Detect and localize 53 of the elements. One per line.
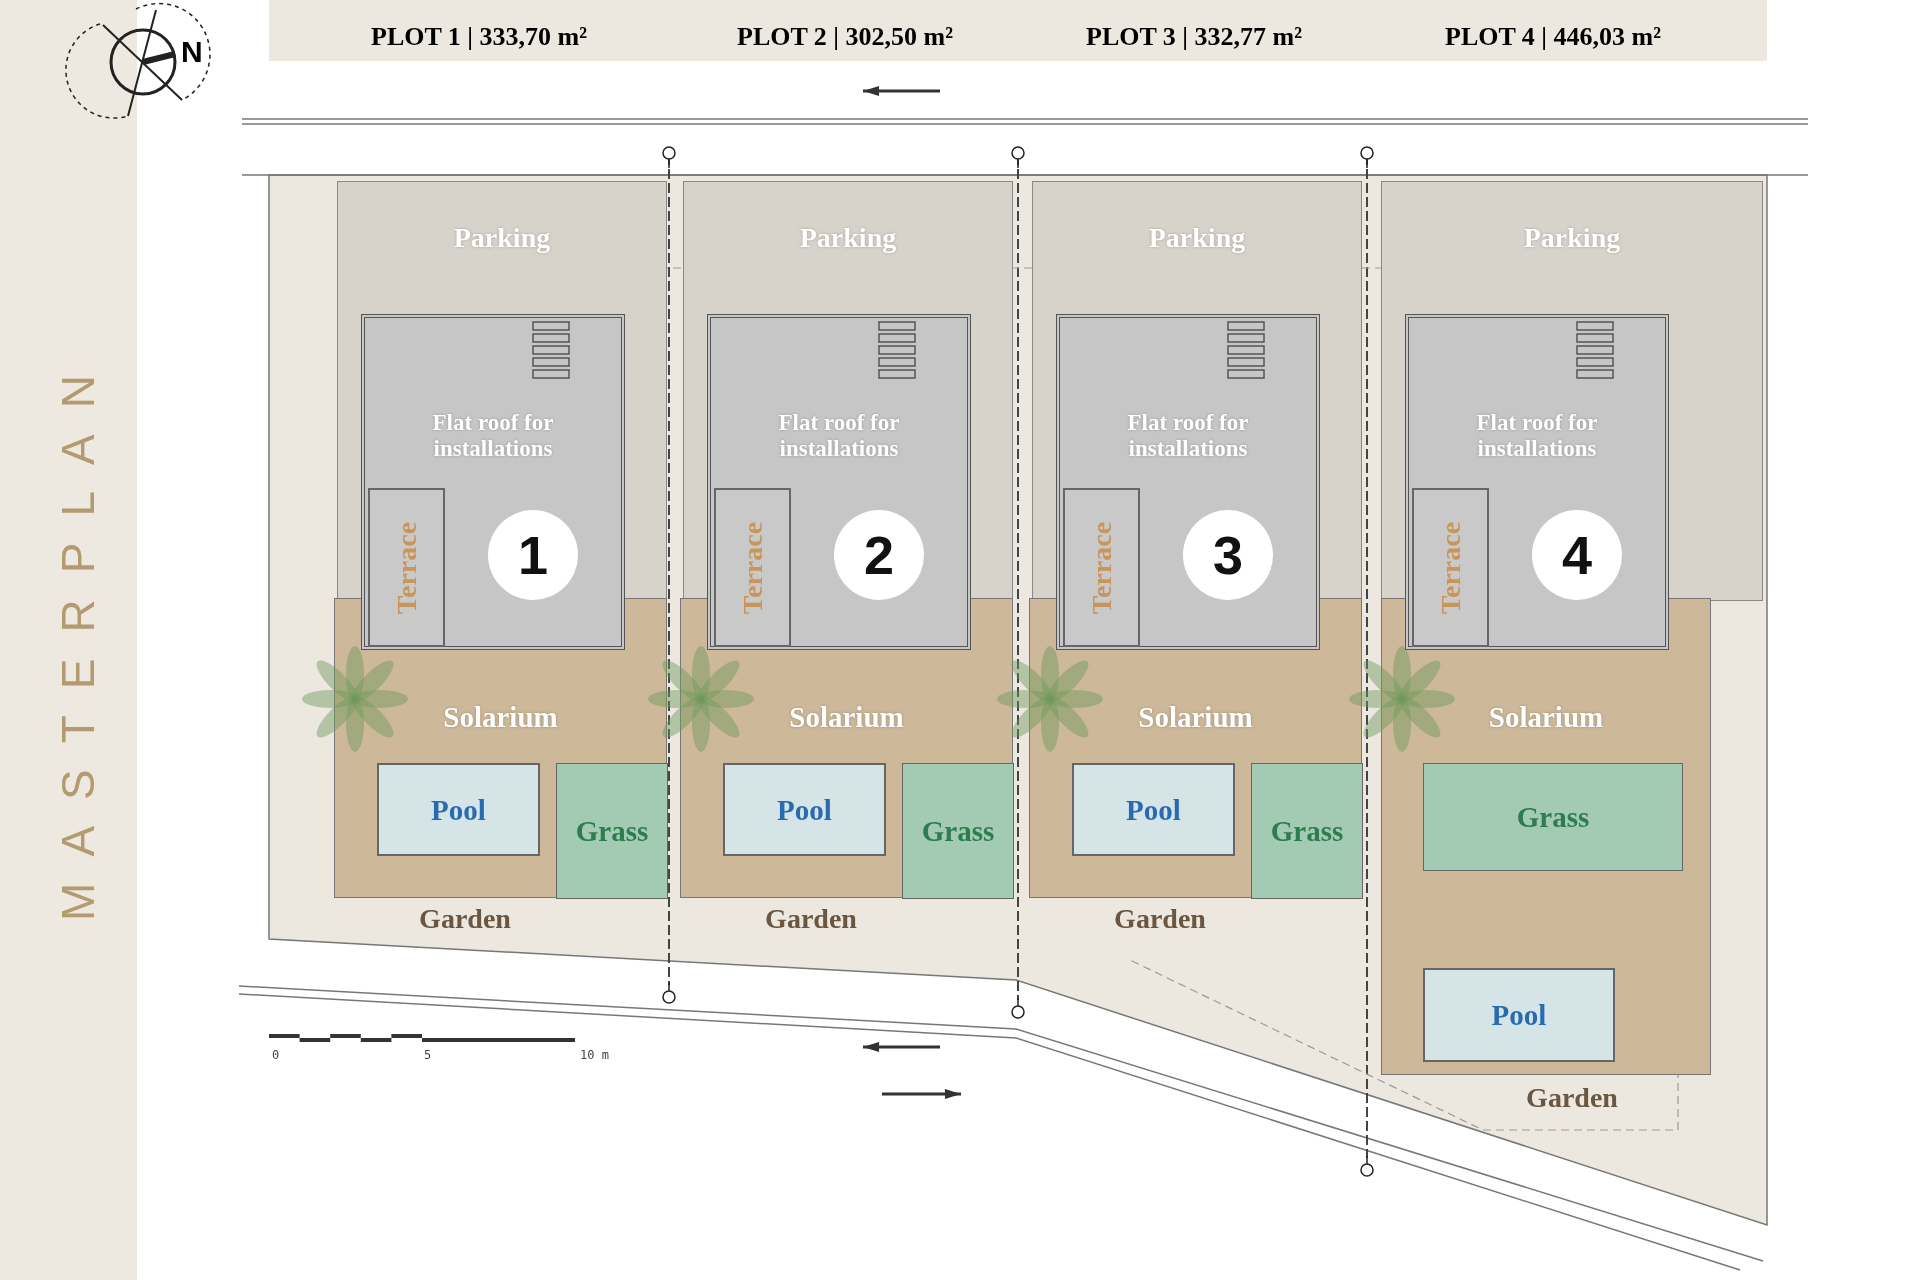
area-label: Solarium bbox=[788, 701, 905, 734]
area-label: Garden bbox=[1472, 1078, 1672, 1118]
area-label: Grass bbox=[574, 814, 650, 848]
pool bbox=[377, 763, 540, 856]
area-label: Flat roof for installations bbox=[777, 410, 901, 462]
building-roof bbox=[361, 314, 625, 650]
pool bbox=[1072, 763, 1235, 856]
area-label: Solarium bbox=[1487, 701, 1605, 734]
area-label: Grass bbox=[1269, 814, 1345, 848]
pool bbox=[1423, 968, 1615, 1062]
area-label: Garden bbox=[716, 900, 906, 938]
area-label: Terrace bbox=[390, 521, 423, 614]
lawn-area bbox=[902, 763, 1014, 899]
plot-area-label: PLOT 2 | 302,50 m² bbox=[737, 22, 953, 52]
terrace-area bbox=[1063, 488, 1140, 647]
area-label: Pool bbox=[430, 793, 487, 826]
area-label: Terrace bbox=[1085, 521, 1118, 614]
north-label: N bbox=[181, 35, 203, 69]
area-label: Flat roof for installations bbox=[431, 410, 555, 462]
plot-number: 3 bbox=[1211, 528, 1244, 582]
terrace-area bbox=[714, 488, 791, 647]
scale-label: 5 bbox=[424, 1048, 432, 1062]
pool bbox=[723, 763, 886, 856]
scale-label: 0 bbox=[272, 1048, 280, 1062]
plot-area-label: PLOT 4 | 446,03 m² bbox=[1445, 22, 1661, 52]
plot-number: 2 bbox=[862, 528, 895, 582]
plot-area-label: PLOT 3 | 332,77 m² bbox=[1086, 22, 1302, 52]
area-label: Pool bbox=[1490, 998, 1548, 1032]
lawn-area bbox=[556, 763, 668, 899]
scale-label: 10 m bbox=[580, 1048, 609, 1062]
building-roof bbox=[1056, 314, 1320, 650]
building-roof bbox=[707, 314, 971, 650]
area-label: Flat roof for installations bbox=[1475, 410, 1599, 462]
area-label: Solarium bbox=[442, 701, 559, 734]
plot-number: 1 bbox=[516, 528, 549, 582]
area-label: Garden bbox=[370, 900, 560, 938]
area-label: Terrace bbox=[736, 521, 769, 614]
building-roof bbox=[1405, 314, 1669, 650]
area-label: Solarium bbox=[1137, 701, 1254, 734]
terrace-area bbox=[1412, 488, 1489, 647]
area-label: Pool bbox=[1125, 793, 1182, 826]
plot-area-label: PLOT 1 | 333,70 m² bbox=[371, 22, 587, 52]
area-label: Grass bbox=[1515, 800, 1591, 834]
area-label: Flat roof for installations bbox=[1126, 410, 1250, 462]
page-title: MASTERPLAN bbox=[51, 349, 105, 921]
terrace-area bbox=[368, 488, 445, 647]
area-label: Terrace bbox=[1434, 521, 1467, 614]
plot-number: 4 bbox=[1560, 528, 1593, 582]
area-label: Garden bbox=[1065, 900, 1255, 938]
area-label: Grass bbox=[920, 814, 996, 848]
lawn-area bbox=[1423, 763, 1683, 871]
lawn-area bbox=[1251, 763, 1363, 899]
area-label: Pool bbox=[776, 793, 833, 826]
